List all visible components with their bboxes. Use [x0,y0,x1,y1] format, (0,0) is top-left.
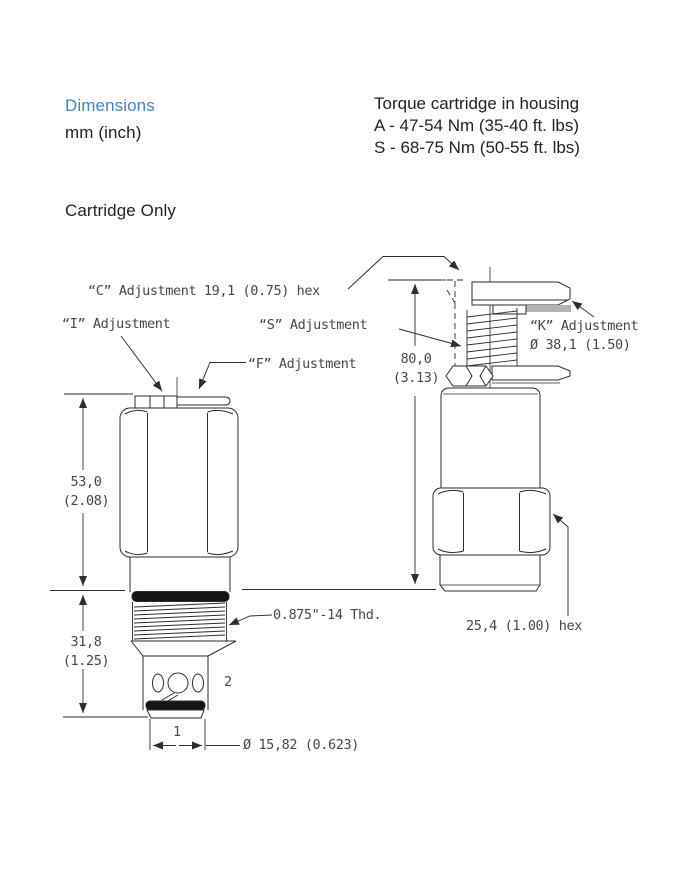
leader-i [120,335,163,392]
torque-note: Torque cartridge in housing A - 47-54 Nm… [374,93,580,159]
hex-flats-label: 25,4 (1.00) hex [466,618,582,634]
o-ring-nose [145,700,206,711]
dim-31: 31,8 (1.25) [60,633,112,671]
port-1-label: 1 [173,724,181,740]
k-diameter-text: Ø 38,1 (1.50) [530,337,631,353]
knob-stem-coil [466,308,518,367]
thread-callout: 0.875"-14 Thd. [273,607,382,623]
dim-31-inch: (1.25) [62,653,110,669]
right-valve-view [432,267,571,592]
cross-hole-right [192,673,204,693]
mounting-thread [132,602,227,641]
dim-80: 80,0 (3.13) [392,350,440,388]
knob-bottom-disc [491,365,571,381]
dim-53-mm: 53,0 [70,474,102,490]
k-adjustment-text: “K” Adjustment [530,318,639,334]
knob-top-disc [471,281,571,306]
f-adjustment-label: “F” Adjustment [248,356,357,372]
port-2-label: 2 [224,674,232,690]
leader-lines [120,256,595,626]
left-hex-body [119,407,239,558]
c-adjustment-label: “C” Adjustment 19,1 (0.75) hex [88,283,320,299]
dimension-lines [50,279,446,750]
k-adjustment-label: “K” Adjustment Ø 38,1 (1.50) [530,317,639,355]
phantom-outline [446,279,463,366]
units-label: mm (inch) [65,123,142,142]
cross-hole-left [152,673,164,693]
leader-hex-flats [552,513,569,616]
o-ring-upper [131,591,230,602]
torque-title: Torque cartridge in housing [374,94,580,113]
right-body [440,387,541,489]
s-adjustment-label: “S” Adjustment [259,317,368,333]
leader-thread [228,614,273,626]
left-neck [129,557,231,592]
dim-53-inch: (2.08) [62,493,110,509]
section-title: Cartridge Only [65,201,176,220]
f-adjust-bar [176,396,231,406]
valve-nose [142,656,209,710]
dim-80-mm: 80,0 [400,351,432,367]
jam-nut [445,365,494,387]
torque-spec-s: S - 68-75 Nm (50-55 ft. lbs) [374,138,580,157]
cross-hole-center [167,672,189,694]
leader-c [347,256,460,290]
knob-shadow [493,305,571,312]
dim-80-inch: (3.13) [392,370,440,386]
dim-53: 53,0 (2.08) [60,473,112,511]
leader-f [198,362,246,390]
dimensions-heading: Dimensions [65,96,155,115]
left-valve-view [119,377,239,719]
leader-s [398,328,462,348]
i-adjustment-label: “I” Adjustment [62,316,171,332]
right-hex [432,487,551,556]
nose-diameter-label: Ø 15,82 (0.623) [243,737,359,753]
torque-spec-a: A - 47-54 Nm (35-40 ft. lbs) [374,116,580,135]
dim-31-mm: 31,8 [70,634,102,650]
leader-k [571,300,595,318]
right-lower-section [439,554,541,592]
